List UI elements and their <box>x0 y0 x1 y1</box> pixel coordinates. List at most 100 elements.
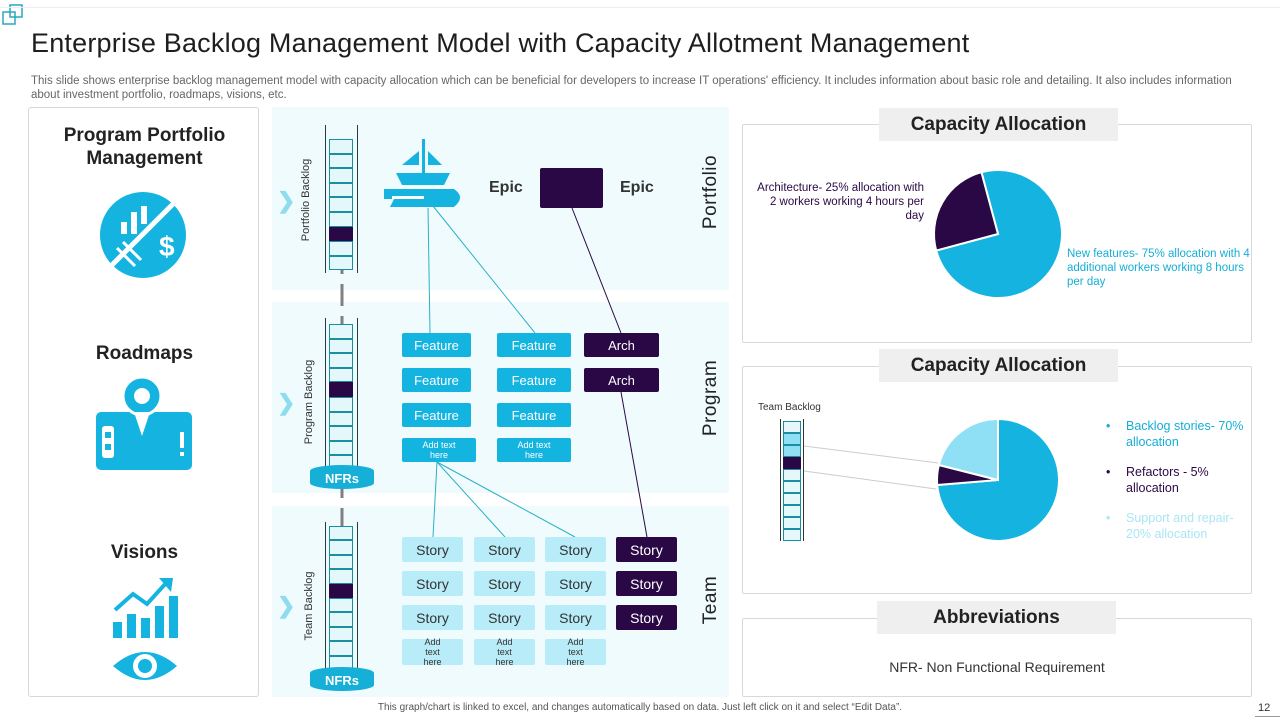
team-backlog-mini-column <box>780 419 804 541</box>
backlog-cell <box>329 353 353 368</box>
feature-box[interactable]: Feature <box>402 403 471 427</box>
new-features-label: New features- 75% allocation with 4 addi… <box>1067 248 1250 288</box>
top-rule <box>0 7 1280 8</box>
story-box[interactable]: Story <box>474 537 535 562</box>
logo-icon <box>2 4 23 25</box>
arch-story-box[interactable]: Story <box>616 537 677 562</box>
legend-text: Backlog stories- 70% allocation <box>1126 419 1244 449</box>
legend-text: Support and repair- 20% allocation <box>1126 511 1234 541</box>
arch-box[interactable]: Arch <box>584 368 659 392</box>
backlog-cell <box>329 153 353 169</box>
pie-slice-new-features[interactable] <box>934 169 1063 299</box>
backlog-cell-selected <box>329 382 353 397</box>
add-text-box[interactable]: Add text here <box>545 637 606 667</box>
backlog-cell <box>329 338 353 354</box>
backlog-cell <box>329 554 353 570</box>
add-text-box[interactable]: Add text here <box>497 438 571 462</box>
backlog-cell-selected <box>783 457 801 469</box>
footer-note: This graph/chart is linked to excel, and… <box>377 702 903 713</box>
backlog-cell <box>329 367 353 383</box>
legend-item: • Backlog stories- 70% allocation <box>1106 419 1244 450</box>
story-box[interactable]: Story <box>474 571 535 596</box>
portfolio-backlog-column <box>325 125 358 273</box>
capacity-allocation-title: Capacity Allocation <box>879 108 1118 141</box>
backlog-cell <box>329 212 353 227</box>
backlog-cell <box>783 481 801 493</box>
legend-item: •Support and repair- 20% allocation <box>1106 511 1244 542</box>
legend-item: • Refactors - 5% allocation <box>1106 465 1244 496</box>
backlog-cell <box>329 139 353 154</box>
page-description: This slide shows enterprise backlog mana… <box>31 75 1232 101</box>
feature-box[interactable]: Feature <box>402 333 471 357</box>
portfolio-investment-icon: $ <box>100 192 186 278</box>
backlog-cell <box>329 569 353 584</box>
arch-story-box[interactable]: Story <box>616 571 677 596</box>
add-text-box[interactable]: Add text here <box>402 637 463 667</box>
epic-label: Epic <box>620 179 654 196</box>
pie-slice-architecture[interactable] <box>933 170 1000 252</box>
legend-text: Refactors - 5% allocation <box>1126 465 1209 495</box>
story-box[interactable]: Story <box>545 537 606 562</box>
add-text-box[interactable]: Add text here <box>474 637 535 667</box>
left-item-label: Program Portfolio Management <box>63 125 226 169</box>
backlog-cell <box>329 241 353 256</box>
left-item-label: Roadmaps <box>95 343 194 364</box>
arch-story-box[interactable]: Story <box>616 605 677 630</box>
bullet-icon: • <box>1106 419 1111 433</box>
roadmap-pin-icon <box>96 375 192 470</box>
abbreviations-title: Abbreviations <box>877 601 1116 634</box>
add-text-box[interactable]: Add text here <box>402 438 476 462</box>
pie2-legend: • Backlog stories- 70% allocation • Refacto… <box>1106 419 1246 557</box>
page-title: Enterprise Backlog Management Model with… <box>31 28 970 58</box>
feature-box[interactable]: Feature <box>497 368 571 392</box>
story-box[interactable]: Story <box>545 605 606 630</box>
backlog-cell <box>783 505 801 517</box>
team-backlog-label: Team Backlog <box>758 402 821 413</box>
backlog-cell <box>783 517 801 529</box>
backlog-cell <box>329 526 353 541</box>
backlog-cell <box>329 426 353 441</box>
left-item-label: Visions <box>110 542 179 563</box>
epic-box[interactable] <box>540 168 603 208</box>
chevron-right-icon: ❯ <box>277 188 296 213</box>
backlog-cell <box>329 255 353 271</box>
backlog-cell <box>329 440 353 456</box>
backlog-cell <box>329 182 353 198</box>
backlog-cell <box>329 626 353 642</box>
nfr-cylinder: NFRs <box>310 465 374 489</box>
arch-box[interactable]: Arch <box>584 333 659 357</box>
story-box[interactable]: Story <box>402 571 463 596</box>
story-box[interactable]: Story <box>402 605 463 630</box>
backlog-cell <box>783 433 801 445</box>
backlog-cell <box>329 411 353 427</box>
backlog-cell <box>329 641 353 656</box>
vision-growth-icon <box>113 578 178 680</box>
backlog-cell <box>783 493 801 505</box>
feature-box[interactable]: Feature <box>402 368 471 392</box>
sailboat-icon <box>384 139 460 207</box>
backlog-cell <box>783 529 801 541</box>
pie-slice-support-and-repair[interactable] <box>937 417 999 482</box>
story-box[interactable]: Story <box>402 537 463 562</box>
backlog-cell-selected <box>329 226 353 242</box>
epic-label: Epic <box>489 179 523 196</box>
team-backlog-column <box>325 522 358 670</box>
feature-box[interactable]: Feature <box>497 333 571 357</box>
chevron-right-icon: ❯ <box>277 593 296 618</box>
story-box[interactable]: Story <box>545 571 606 596</box>
bullet-icon: • <box>1106 465 1111 479</box>
feature-box[interactable]: Feature <box>497 403 571 427</box>
capacity-allocation-title: Capacity Allocation <box>879 349 1118 382</box>
abbreviation-text: NFR- Non Functional Requirement <box>889 659 1105 675</box>
story-box[interactable]: Story <box>474 605 535 630</box>
backlog-cell <box>329 197 353 212</box>
backlog-cell <box>329 397 353 412</box>
left-panel: Program Portfolio Management $ Roadmaps … <box>28 107 259 697</box>
backlog-cell <box>783 445 801 457</box>
backlog-cell <box>783 421 801 433</box>
backlog-cell <box>329 612 353 627</box>
backlog-cell <box>329 324 353 339</box>
